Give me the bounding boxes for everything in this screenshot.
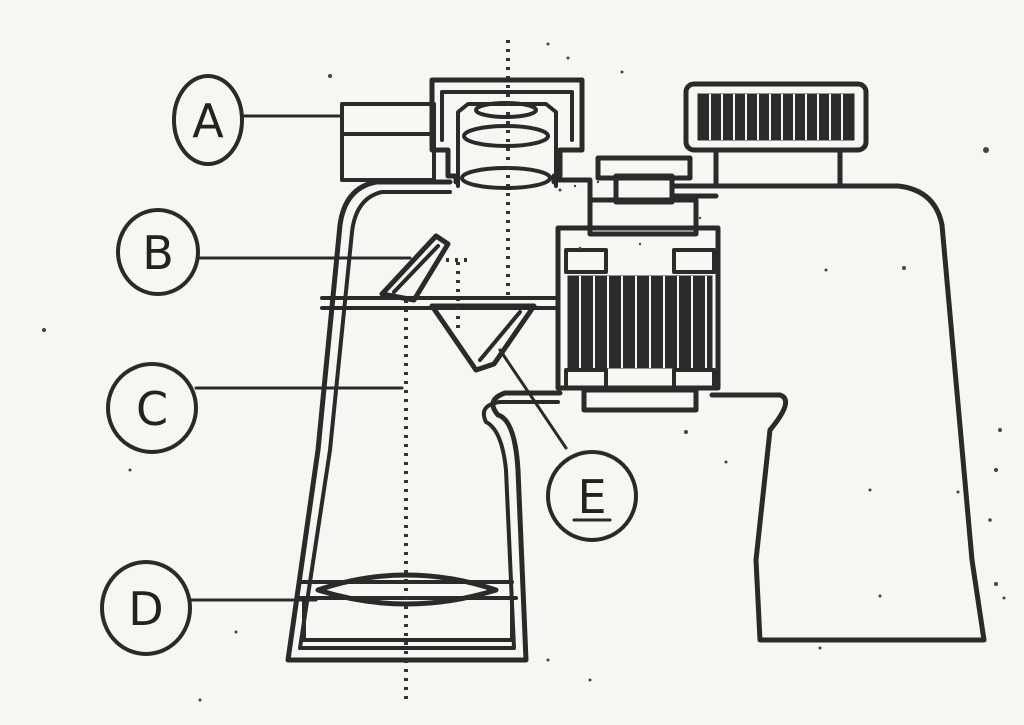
prism-plate [320,296,560,310]
right-barrel [709,183,987,643]
callout-label-a: A [192,94,224,148]
callout-a: A [172,74,244,166]
objective-lens [315,572,499,607]
callout-e: E [546,450,638,542]
left-barrel [285,177,593,663]
callout-label-c: C [136,382,168,436]
focus-wheel [683,81,869,189]
eyepiece [340,77,585,190]
leader-line-e [498,348,568,450]
callout-c: C [106,362,198,454]
callout-label-d: D [128,582,163,636]
leader-lines [188,114,568,602]
callout-label-e: E [577,470,606,524]
callout-label-b: B [142,226,174,280]
scan-speckles [42,42,1006,702]
callout-b: B [116,208,200,296]
callout-d: D [100,560,192,656]
center-hinge [555,155,721,413]
optical-path [404,40,510,700]
